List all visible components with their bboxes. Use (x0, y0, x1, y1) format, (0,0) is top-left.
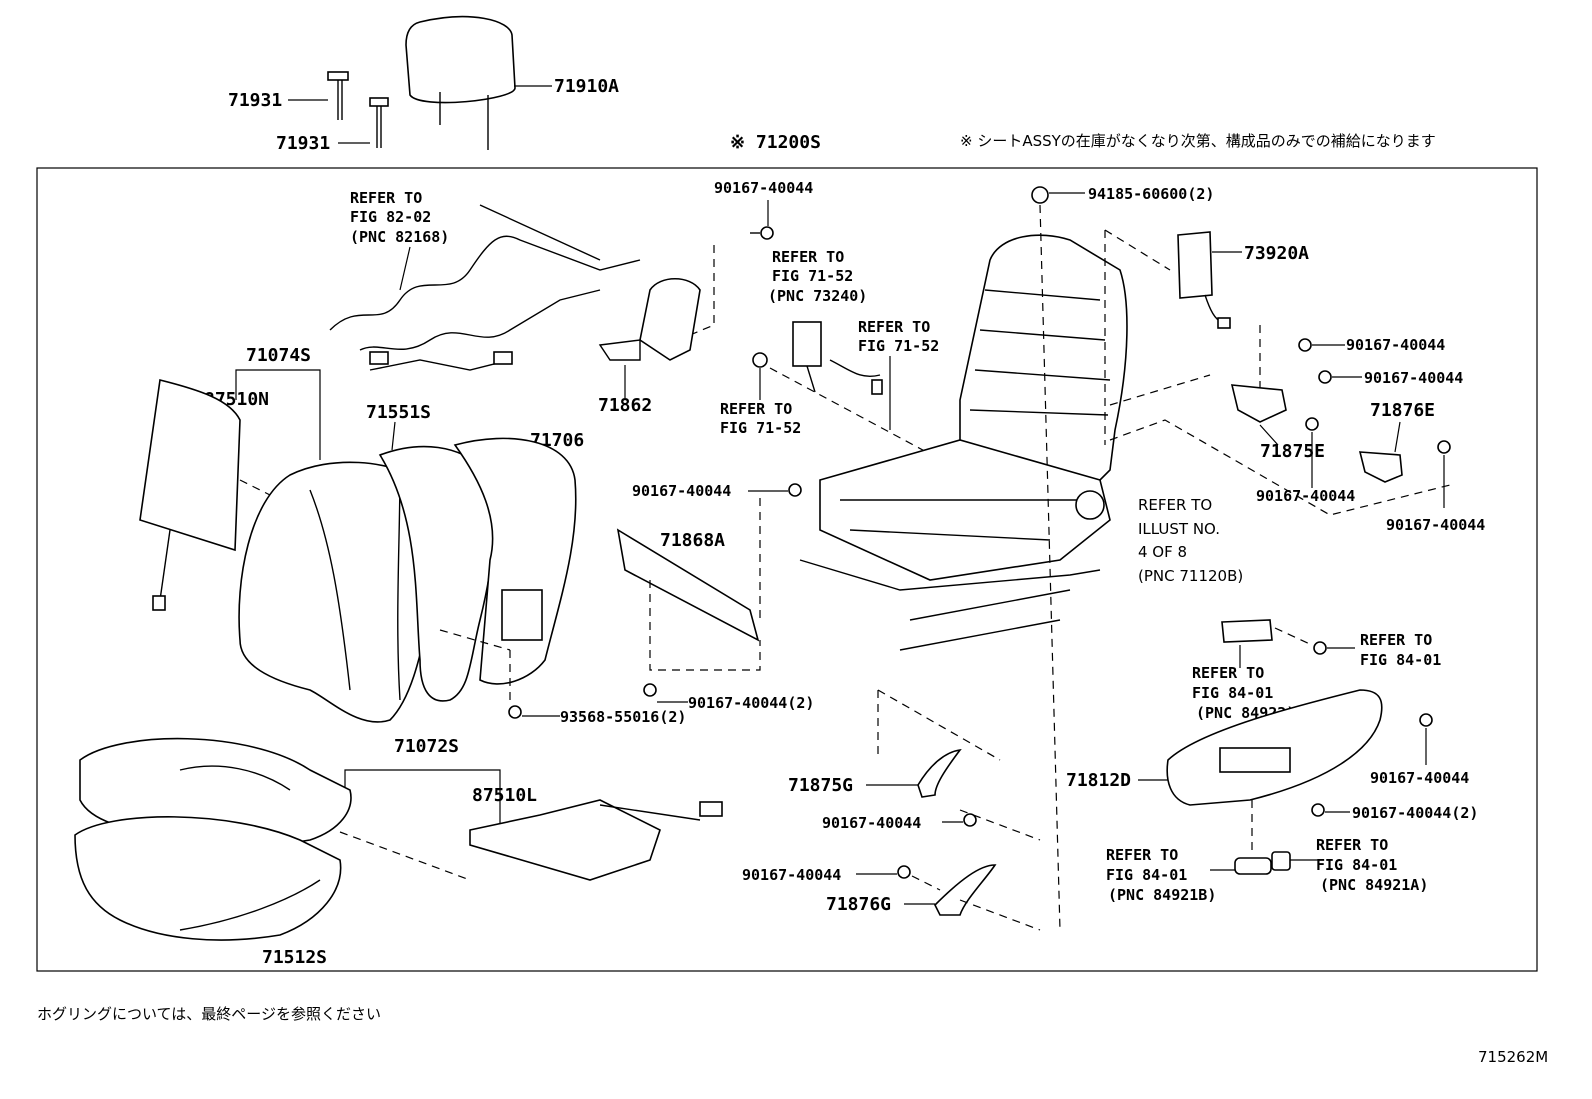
refer-84921A-l3: (PNC 84921A) (1320, 876, 1428, 894)
refer-illust-l4: (PNC 71120B) (1138, 567, 1243, 585)
illustration-id: 715262M (1478, 1048, 1548, 1066)
cushion-cover-71512S (74, 816, 342, 941)
bolt-r3 (1305, 417, 1319, 431)
refer-84921B-l3: (PNC 84921B) (1108, 886, 1216, 904)
refer-84921A-l1: REFER TO (1316, 836, 1388, 854)
headrest-71910A (405, 15, 516, 150)
refer-84921B-l2: FIG 84-01 (1106, 866, 1187, 884)
refer-71-52-b-l2: FIG 71-52 (858, 337, 939, 355)
buckle-assembly (752, 321, 822, 393)
screw-bolt-2 (643, 683, 657, 697)
label-93568: 93568-55016(2) (560, 708, 686, 726)
refer-71-52-a-l1: REFER TO (720, 400, 792, 418)
label-71931-b: 71931 (276, 133, 330, 154)
knob-84921B (1234, 857, 1272, 875)
bolt-r1 (1298, 338, 1312, 352)
back-board-71706 (453, 437, 577, 685)
label-71910A: 71910A (554, 76, 619, 97)
label-bolt-r2: 90167-40044 (1364, 369, 1463, 387)
pin-71931-b (369, 97, 389, 148)
label-71875E: 71875E (1260, 441, 1325, 462)
clip-94185 (1031, 186, 1049, 204)
airbag-73920A (1177, 231, 1231, 329)
supply-note: ※ シートASSYの在庫がなくなり次第、構成品のみでの補給になります (960, 132, 1436, 150)
refer-82-02-l2: FIG 82-02 (350, 208, 431, 226)
label-71074S: 71074S (246, 345, 311, 366)
refer-84922-l2: FIG 84-01 (1192, 684, 1273, 702)
lever-71876G (934, 864, 997, 916)
label-bolt-g2: 90167-40044 (742, 866, 841, 884)
label-bolt-top: 90167-40044 (714, 179, 813, 197)
main-part-number: ※ 71200S (730, 132, 821, 153)
label-bolt-r1: 90167-40044 (1346, 336, 1445, 354)
heater-87510L (469, 799, 723, 881)
refer-illust-l3: 4 OF 8 (1138, 543, 1187, 561)
bolt-g1 (963, 813, 977, 827)
seatback-cover (238, 461, 438, 723)
switch-bracket (1221, 619, 1273, 643)
bolt-r2 (1318, 370, 1332, 384)
side-cover-71812D (1166, 689, 1383, 806)
label-71862: 71862 (598, 395, 652, 416)
refer-71-52-b-l1: REFER TO (858, 318, 930, 336)
refer-73240-l2: FIG 71-52 (772, 267, 853, 285)
refer-84921B-l1: REFER TO (1106, 846, 1178, 864)
label-bolt-r6: 90167-40044(2) (1352, 804, 1478, 822)
refer-84922-l1: REFER TO (1192, 664, 1264, 682)
refer-84-01-a-l1: REFER TO (1360, 631, 1432, 649)
refer-illust-l2: ILLUST NO. (1138, 520, 1220, 538)
label-bolt-r5: 90167-40044 (1370, 769, 1469, 787)
heater-87510N (139, 379, 241, 611)
label-71876G: 71876G (826, 894, 891, 915)
refer-84921A-l2: FIG 84-01 (1316, 856, 1397, 874)
label-bolt-g1: 90167-40044 (822, 814, 921, 832)
label-bolt-r4: 90167-40044 (1386, 516, 1485, 534)
refer-illust-l1: REFER TO (1138, 496, 1212, 514)
refer-82-02-l1: REFER TO (350, 189, 422, 207)
refer-82-02-l3: (PNC 82168) (350, 228, 449, 246)
cover-71868A (616, 528, 760, 642)
label-71072S: 71072S (394, 736, 459, 757)
label-94185: 94185-60600(2) (1088, 185, 1214, 203)
bolt-r6 (1311, 803, 1325, 817)
hog-ring-note: ホグリングについては、最終ページを参照ください (37, 1005, 381, 1023)
lever-71875G (917, 748, 962, 798)
clip-93568 (508, 705, 522, 719)
label-bolt-mid: 90167-40044 (632, 482, 731, 500)
label-87510L: 87510L (472, 785, 537, 806)
refer-84-01-a-l2: FIG 84-01 (1360, 651, 1441, 669)
pin-71931-a (327, 71, 349, 120)
refer-71-52-a-l2: FIG 71-52 (720, 419, 801, 437)
bracket-71875E (1230, 384, 1287, 423)
refer-73240-l1: REFER TO (772, 248, 844, 266)
bolt-r4 (1437, 440, 1451, 454)
label-71931-a: 71931 (228, 90, 282, 111)
label-bolt-r3: 90167-40044 (1256, 487, 1355, 505)
bolt-g2 (897, 865, 911, 879)
bolt-r5 (1419, 713, 1433, 727)
bolt-mid (788, 483, 802, 497)
label-71875G: 71875G (788, 775, 853, 796)
label-73920A: 73920A (1244, 243, 1309, 264)
label-71876E: 71876E (1370, 400, 1435, 421)
refer-73240-l3: (PNC 73240) (768, 287, 867, 305)
label-71551S: 71551S (366, 402, 431, 423)
seat-frame (799, 234, 1128, 651)
assembly-frame (36, 167, 1538, 972)
screw-refer-84-01 (1313, 641, 1327, 655)
bracket-71876E (1358, 451, 1403, 483)
cover-71862 (598, 278, 701, 361)
label-71512S: 71512S (262, 947, 327, 968)
label-71868A: 71868A (660, 530, 725, 551)
wire-harness (329, 204, 641, 371)
label-bolt-2: 90167-40044(2) (688, 694, 814, 712)
bolt-top (750, 226, 774, 240)
knob-84921A (1271, 851, 1291, 871)
label-71812D: 71812D (1066, 770, 1131, 791)
